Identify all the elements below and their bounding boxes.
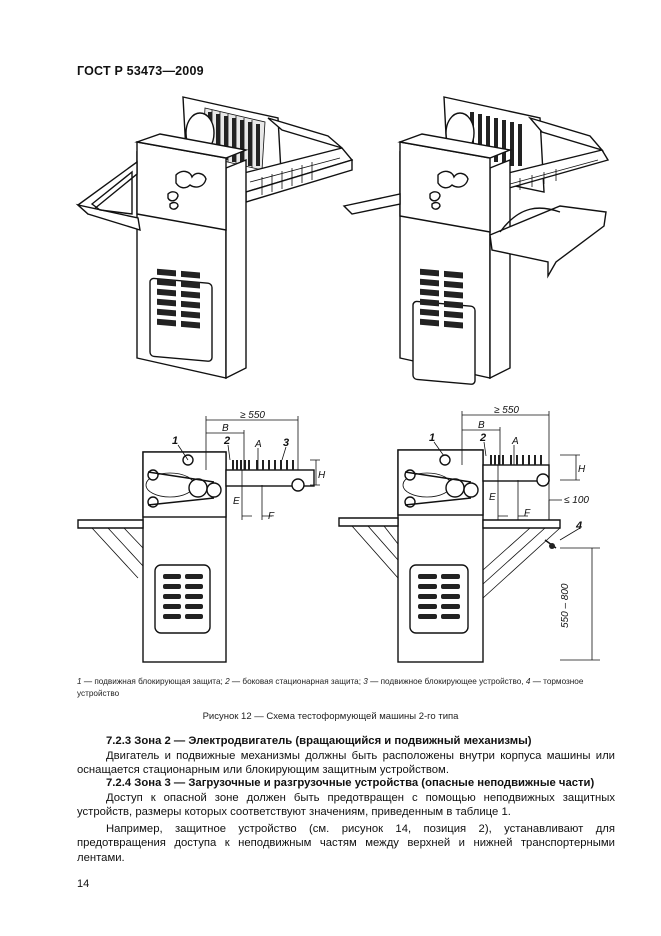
iso-machine-right [342, 96, 610, 385]
callout-1-left: 1 [172, 435, 178, 447]
iso-machine-left [75, 96, 354, 380]
legend-num-4: 4 — [525, 677, 541, 686]
section-7-2-4: 7.2.4 Зона 3 — Загрузочные и разгрузочны… [77, 776, 615, 865]
section-7-2-4-heading: 7.2.4 Зона 3 — Загрузочные и разгрузочны… [106, 777, 595, 789]
section-7-2-3: 7.2.3 Зона 2 — Электродвигатель (вращающ… [77, 734, 615, 778]
section-7-2-3-paragraph: Двигатель и подвижные механизмы должны б… [77, 749, 615, 777]
dim-b-right: B [478, 420, 485, 431]
figure-legend: 1 — подвижная блокирующая защита; 2 — бо… [77, 676, 622, 700]
dim-100-right: ≤ 100 [564, 495, 589, 506]
callout-1-right: 1 [429, 432, 435, 444]
legend-text-2: боковая стационарная защита; [242, 677, 362, 686]
dim-a-left: A [254, 439, 262, 450]
legend-text-3: подвижное блокирующее устройство, [380, 677, 524, 686]
figure-caption: Рисунок 12 — Схема тестоформующей машины… [202, 711, 459, 722]
dim-h-left: H [318, 470, 326, 481]
machine-drawings: ≥ 550 B A H E F 1 2 3 ≥ 550 B A H E F ≤ … [75, 96, 610, 663]
document-header: ГОСТ Р 53473—2009 [77, 64, 204, 78]
schematic-right [338, 411, 600, 663]
legend-num-3: 3 — [363, 677, 379, 686]
page-number: 14 [77, 878, 90, 890]
legend-num-2: 2 — [225, 677, 241, 686]
callout-4-right: 4 [575, 520, 582, 532]
dim-f-left: F [268, 511, 275, 522]
dim-h-right: H [578, 464, 586, 475]
legend-text-1: подвижная блокирующая защита; [94, 677, 223, 686]
dim-e-left: E [233, 496, 240, 507]
callout-3-left: 3 [283, 437, 289, 449]
callout-2-right: 2 [479, 432, 486, 444]
dim-len-right: ≥ 550 [494, 405, 519, 416]
dim-a-right: A [511, 436, 519, 447]
section-7-2-4-paragraph-2: Например, защитное устройство (см. рисун… [77, 822, 615, 864]
dim-height-range: 550 – 800 [560, 583, 571, 628]
dim-len-left: ≥ 550 [240, 410, 265, 421]
legend-num-1: 1 — [77, 677, 93, 686]
callout-2-left: 2 [223, 435, 230, 447]
dim-b-left: B [222, 423, 229, 434]
section-7-2-3-heading: 7.2.3 Зона 2 — Электродвигатель (вращающ… [106, 735, 532, 747]
legend-text-4: тормозное устройство [77, 677, 584, 698]
schematic-left [77, 416, 320, 663]
section-7-2-4-paragraph-1: Доступ к опасной зоне должен быть предот… [77, 791, 615, 819]
dim-f-right: F [524, 508, 531, 519]
dim-e-right: E [489, 492, 496, 503]
